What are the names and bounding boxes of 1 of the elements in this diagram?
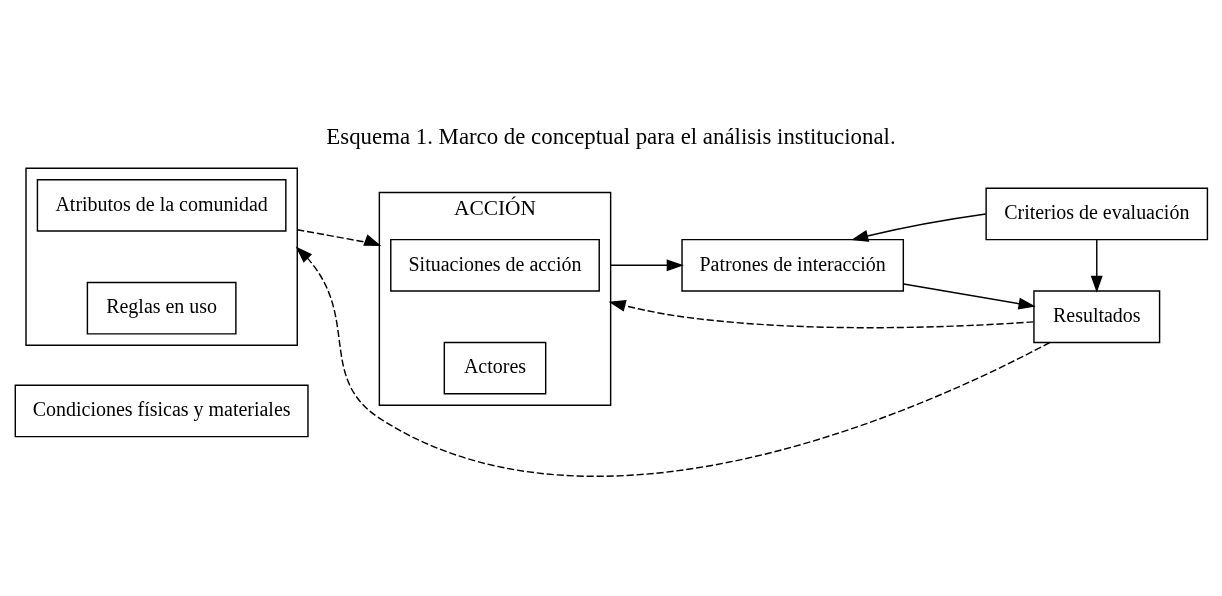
diagram-title: Esquema 1. Marco de conceptual para el análisis institucional. [326, 123, 896, 149]
